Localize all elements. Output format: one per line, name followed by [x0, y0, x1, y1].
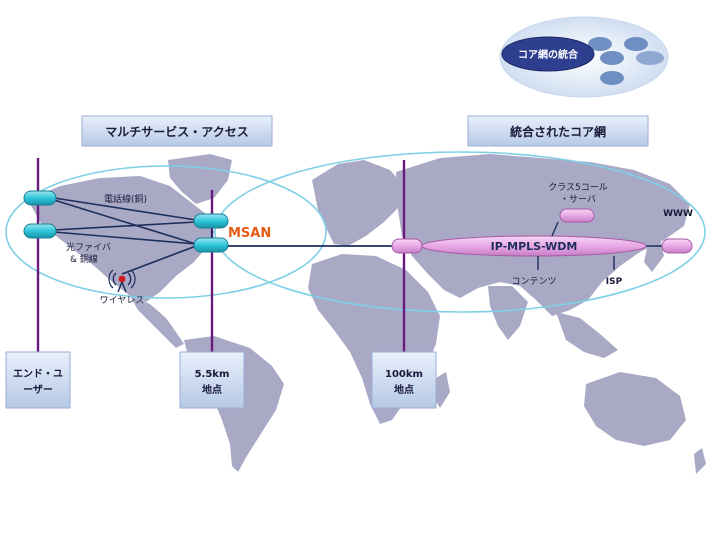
- access-header-label: マルチサービス・アクセス: [105, 124, 248, 139]
- core-badge-pill: [501, 36, 595, 72]
- end-user-label-2: ーザー: [23, 384, 53, 396]
- access-links: [53, 197, 392, 275]
- map-europe: [312, 160, 404, 246]
- fiber-line-label: 光ファイバ: [66, 241, 111, 253]
- access-header-box: [81, 115, 273, 147]
- end-user-box: [5, 351, 71, 409]
- class5-label-2: ・サーバ: [560, 194, 596, 205]
- core-edge-node: [391, 238, 423, 254]
- km100-label-1: 100km: [385, 369, 423, 380]
- end-user-node-2: [23, 223, 57, 239]
- km100-box: [371, 351, 437, 409]
- isp-label: ISP: [606, 277, 623, 287]
- class5-node: [559, 208, 595, 223]
- map-southeast-asia: [556, 312, 618, 358]
- km55-box: [179, 351, 245, 409]
- core-badge: [499, 16, 669, 98]
- km100-label-2: 地点: [394, 383, 414, 396]
- wireless-label: ワイヤレス: [100, 296, 145, 306]
- contents-label: コンテンツ: [511, 276, 556, 287]
- copper-line-label: & 銅線: [70, 253, 98, 265]
- map-north-america: [28, 176, 214, 302]
- map-madagascar: [434, 372, 450, 408]
- antenna-icon: [108, 269, 136, 293]
- core-badge-label: コア網の統合: [518, 48, 579, 61]
- access-nodes: [23, 190, 229, 253]
- km55-label-2: 地点: [202, 383, 222, 396]
- map-asia: [396, 154, 690, 316]
- www-label: WWW: [663, 209, 693, 219]
- end-user-label-1: エンド・ユ: [13, 368, 63, 380]
- core-ellipse: [214, 151, 706, 313]
- msan-node-1: [193, 213, 229, 229]
- access-ellipse: [5, 165, 327, 299]
- core-header-label: 統合されたコア網: [510, 124, 606, 139]
- km55-label-1: 5.5km: [195, 369, 230, 380]
- www-node: [661, 238, 693, 254]
- map-australia: [584, 372, 686, 446]
- core-backbone: [391, 208, 693, 270]
- phone-line-label: 電話線(銅): [104, 193, 147, 205]
- map-new-zealand: [694, 448, 706, 474]
- msan-label: MSAN: [228, 226, 271, 241]
- end-user-node-1: [23, 190, 57, 206]
- backbone-label: IP-MPLS-WDM: [491, 240, 578, 253]
- map-central-america: [130, 296, 184, 348]
- core-header-box: [467, 115, 649, 147]
- msan-node-2: [193, 237, 229, 253]
- class5-label-1: クラス5コール: [548, 182, 608, 193]
- map-india: [488, 286, 528, 340]
